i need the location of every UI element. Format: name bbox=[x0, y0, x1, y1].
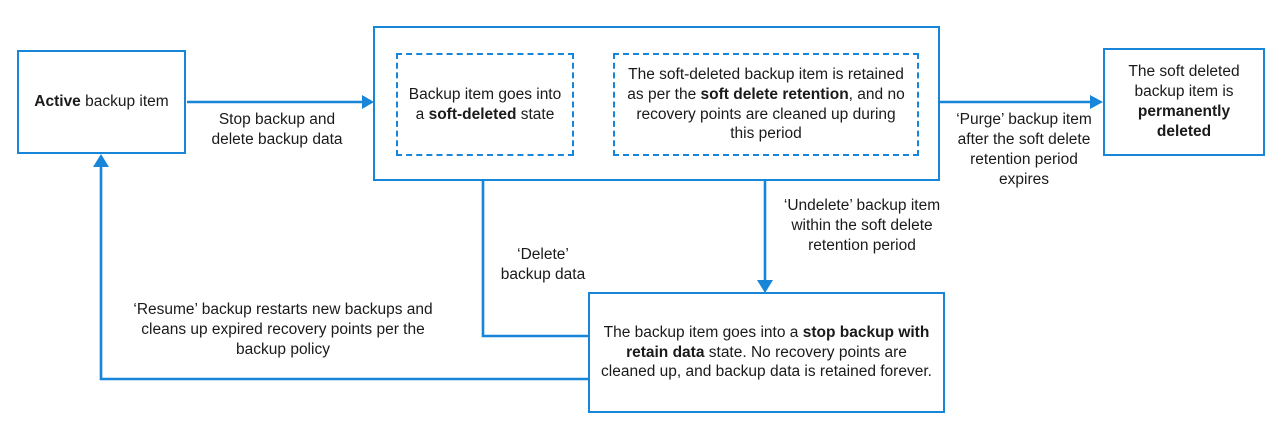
node-soft-deleted-state[interactable]: Backup item goes into a soft-deleted sta… bbox=[396, 53, 574, 156]
node-soft-delete-retention-note-label: The soft-deleted backup item is retained… bbox=[627, 65, 905, 143]
edge-label-resume: ‘Resume’ backup restarts new backups and… bbox=[133, 301, 433, 359]
node-permanently-deleted-label: The soft deleted backup item is permanen… bbox=[1128, 63, 1240, 140]
node-stop-backup-with-retain-data[interactable]: The backup item goes into a stop backup … bbox=[588, 292, 945, 413]
node-soft-delete-retention-note[interactable]: The soft-deleted backup item is retained… bbox=[613, 53, 919, 156]
edge-label-purge: ‘Purge’ backup item after the soft delet… bbox=[956, 111, 1092, 189]
edge-active-to-softdelete bbox=[187, 95, 374, 109]
node-permanently-deleted[interactable]: The soft deleted backup item is permanen… bbox=[1103, 48, 1265, 156]
node-active-backup-item-label: Active backup item bbox=[34, 93, 169, 111]
node-stop-backup-with-retain-data-label: The backup item goes into a stop backup … bbox=[601, 323, 932, 381]
edge-purge-to-permanently-deleted bbox=[940, 95, 1103, 109]
node-soft-deleted-state-label: Backup item goes into a soft-deleted sta… bbox=[408, 85, 562, 123]
edge-label-delete-backup-data: ‘Delete’ backup data bbox=[500, 246, 586, 284]
edge-label-stop-and-delete: Stop backup and delete backup data bbox=[211, 111, 343, 149]
node-active-backup-item[interactable]: Active backup item bbox=[17, 50, 186, 154]
edge-label-undelete: ‘Undelete’ backup item within the soft d… bbox=[783, 197, 941, 255]
